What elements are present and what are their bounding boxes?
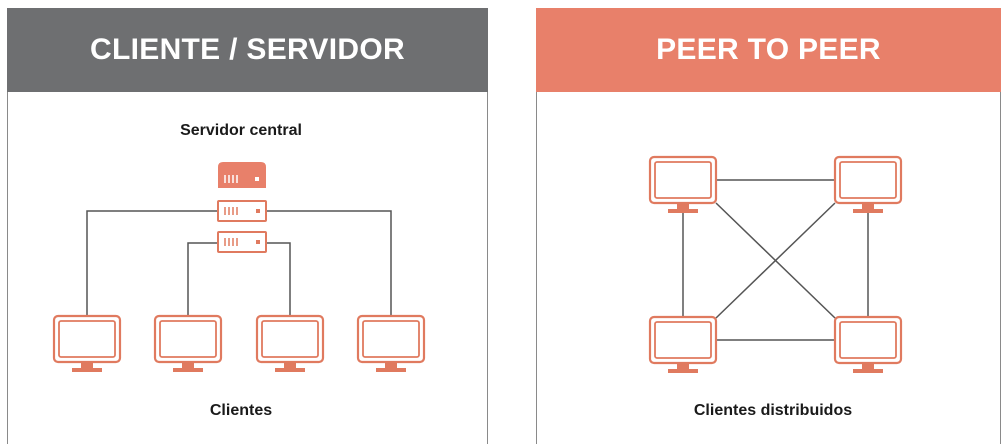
monitor-icon bbox=[648, 315, 718, 375]
peer-to-peer-title: PEER TO PEER bbox=[656, 33, 881, 66]
distributed-clients-label: Clientes distribuidos bbox=[694, 402, 852, 419]
clients-label: Clientes bbox=[210, 402, 272, 419]
monitor-icon bbox=[356, 314, 426, 374]
peer-to-peer-connections bbox=[682, 179, 869, 341]
monitor-icon bbox=[52, 314, 122, 374]
client-server-connections bbox=[86, 210, 392, 316]
monitor-icon bbox=[153, 314, 223, 374]
monitor-icon bbox=[833, 315, 903, 375]
client-server-title: CLIENTE / SERVIDOR bbox=[90, 33, 405, 66]
server-rack-icon bbox=[217, 162, 267, 253]
monitor-icon bbox=[648, 155, 718, 215]
peer-to-peer-header: PEER TO PEER bbox=[536, 8, 1001, 92]
peer-to-peer-panel: PEER TO PEER bbox=[536, 8, 1001, 444]
monitor-icon bbox=[255, 314, 325, 374]
server-label: Servidor central bbox=[180, 122, 302, 139]
client-server-header: CLIENTE / SERVIDOR bbox=[7, 8, 488, 92]
monitor-icon bbox=[833, 155, 903, 215]
